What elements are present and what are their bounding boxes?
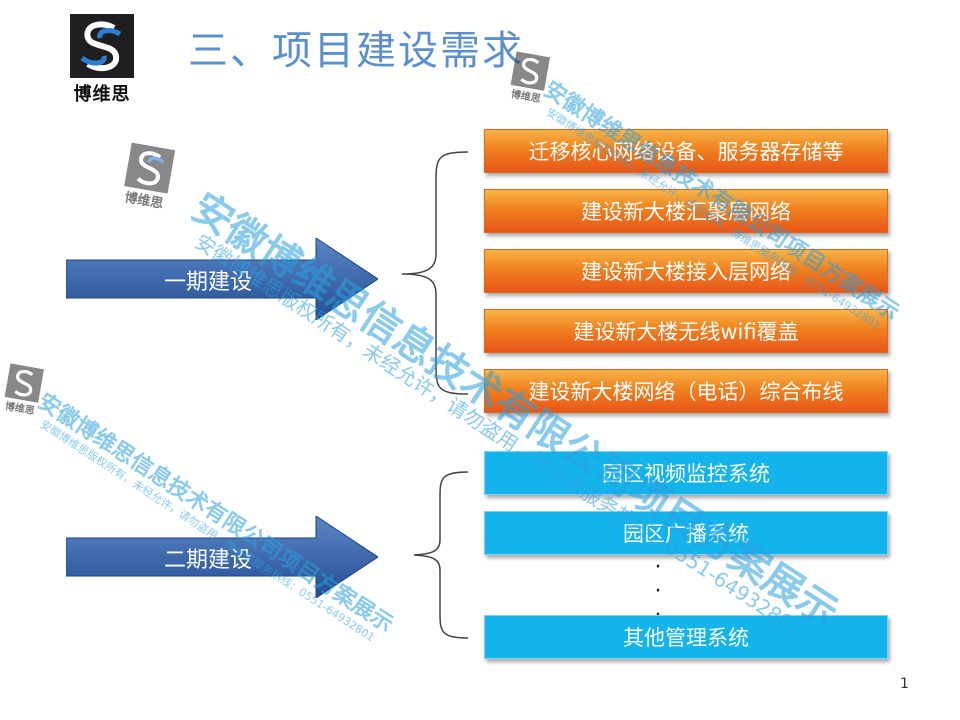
phase-1-item: 建设新大楼接入层网络 <box>484 249 888 293</box>
phase-1-item: 建设新大楼汇聚层网络 <box>484 189 888 233</box>
phase-2-brace <box>410 470 470 644</box>
phase-1-label: 一期建设 <box>164 270 253 295</box>
phase-2-item: 其他管理系统 <box>484 615 888 659</box>
watermark-logo-icon: 博维思 <box>2 363 44 417</box>
watermark-company-left: 安徽博维思信息技术有限公司项目方案展示 <box>33 389 398 638</box>
phase-2-label: 二期建设 <box>164 548 253 573</box>
company-logo: 博维思 <box>66 14 138 105</box>
bowisi-logo-icon <box>70 14 134 78</box>
phase-2-item: 园区广播系统 <box>484 511 888 555</box>
phase-1-brace <box>398 150 470 400</box>
phase-1-arrow <box>66 238 378 320</box>
phase-2-item: 园区视频监控系统 <box>484 451 888 495</box>
phase-1-item: 建设新大楼网络（电话）综合布线 <box>484 369 888 413</box>
page-title: 三、项目建设需求 <box>188 28 524 74</box>
phase-2-arrow <box>66 516 378 598</box>
watermark-logo-icon: 博维思 <box>121 142 176 213</box>
phase-1-item: 迁移核心网络设备、服务器存储等 <box>484 129 888 173</box>
phase-1-item: 建设新大楼无线wifi覆盖 <box>484 309 888 353</box>
logo-text: 博维思 <box>73 84 131 105</box>
page-number: 1 <box>900 676 909 692</box>
